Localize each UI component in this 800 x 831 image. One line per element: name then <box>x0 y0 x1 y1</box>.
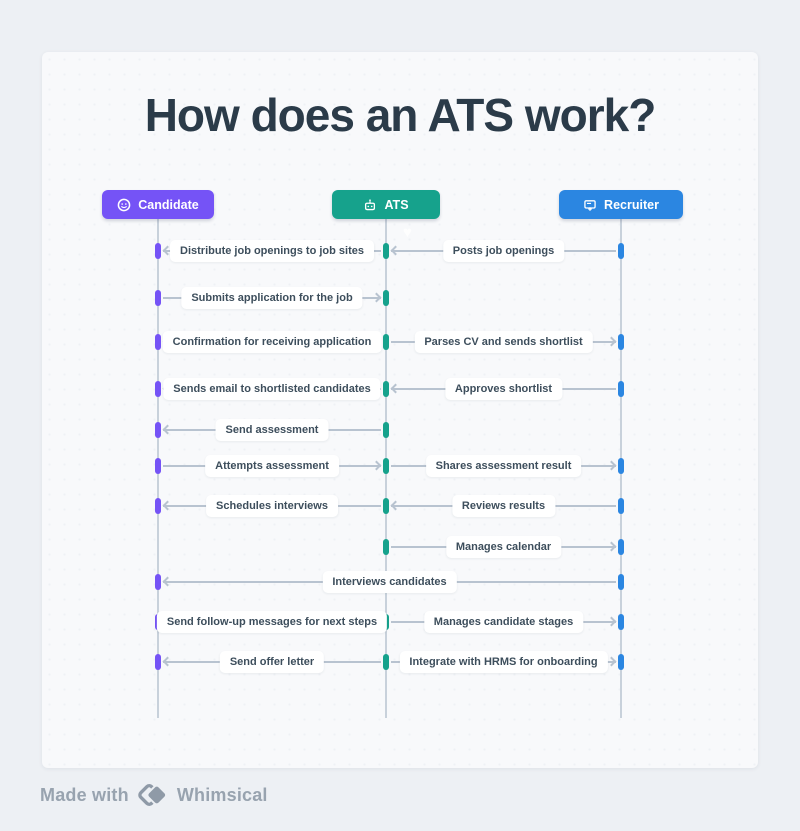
ats-activation-tick <box>383 654 389 670</box>
whimsical-logo-icon <box>136 781 170 809</box>
message-label[interactable]: Send follow-up messages for next steps <box>156 611 388 633</box>
message-label[interactable]: Send assessment <box>215 419 329 441</box>
actor-candidate[interactable]: Candidate <box>102 190 214 219</box>
arrowhead-left-icon <box>162 500 173 511</box>
arrowhead-right-icon <box>606 460 617 471</box>
message-label[interactable]: Approves shortlist <box>444 378 563 400</box>
message-label[interactable]: Interviews candidates <box>322 571 457 593</box>
candidate-activation-tick <box>155 458 161 474</box>
message-label[interactable]: Confirmation for receiving application <box>162 331 382 353</box>
message-label[interactable]: Manages candidate stages <box>423 611 584 633</box>
diagram-title: How does an ATS work? <box>144 89 657 141</box>
message-label[interactable]: Send offer letter <box>219 651 325 673</box>
arrowhead-left-icon <box>162 656 173 667</box>
footer-made-with-text: Made with <box>40 784 129 805</box>
message-label[interactable]: Manages calendar <box>445 536 562 558</box>
arrowhead-left-icon <box>390 500 401 511</box>
arrowhead-left-icon <box>162 424 173 435</box>
arrowhead-right-icon <box>606 656 617 667</box>
diagram-card: How does an ATS work? ♥ Candidate ATS Re… <box>42 52 758 768</box>
ats-activation-tick <box>383 498 389 514</box>
message-label[interactable]: Schedules interviews <box>206 495 338 517</box>
recruiter-activation-tick <box>618 614 624 630</box>
candidate-activation-tick <box>155 498 161 514</box>
actor-recruiter[interactable]: Recruiter <box>559 190 683 219</box>
recruiter-activation-tick <box>618 458 624 474</box>
heart-watermark: ♥ <box>403 224 412 241</box>
candidate-activation-tick <box>155 654 161 670</box>
message-label[interactable]: Distribute job openings to job sites <box>170 240 374 262</box>
recruiter-activation-tick <box>618 243 624 259</box>
recruiter-activation-tick <box>618 574 624 590</box>
ats-activation-tick <box>383 243 389 259</box>
made-with-whimsical-link[interactable]: Made with Whimsical <box>40 779 268 811</box>
actor-ats[interactable]: ATS <box>332 190 440 219</box>
arrowhead-right-icon <box>606 616 617 627</box>
recruiter-activation-tick <box>618 539 624 555</box>
ats-activation-tick <box>383 422 389 438</box>
candidate-activation-tick <box>155 381 161 397</box>
recruiter-activation-tick <box>618 381 624 397</box>
message-label[interactable]: Attempts assessment <box>205 455 339 477</box>
face-icon <box>117 198 131 212</box>
message-label[interactable]: Shares assessment result <box>425 455 582 477</box>
ats-activation-tick <box>383 458 389 474</box>
candidate-activation-tick <box>155 243 161 259</box>
arrowhead-right-icon <box>606 541 617 552</box>
arrowhead-right-icon <box>606 336 617 347</box>
recruiter-activation-tick <box>618 334 624 350</box>
message-label[interactable]: Posts job openings <box>442 240 565 262</box>
ats-activation-tick <box>383 290 389 306</box>
arrowhead-left-icon <box>390 383 401 394</box>
message-label[interactable]: Integrate with HRMS for onboarding <box>399 651 608 673</box>
arrowhead-left-icon <box>390 245 401 256</box>
recruiter-activation-tick <box>618 498 624 514</box>
ats-activation-tick <box>383 381 389 397</box>
id-card-plus-icon <box>583 198 597 212</box>
recruiter-activation-tick <box>618 654 624 670</box>
message-label[interactable]: Reviews results <box>451 495 556 517</box>
message-label[interactable]: Parses CV and sends shortlist <box>414 331 593 353</box>
ats-activation-tick <box>383 539 389 555</box>
message-label[interactable]: Sends email to shortlisted candidates <box>163 378 381 400</box>
candidate-activation-tick <box>155 334 161 350</box>
actor-label: ATS <box>384 197 409 212</box>
actor-label: Recruiter <box>604 197 659 212</box>
ats-activation-tick <box>383 334 389 350</box>
candidate-activation-tick <box>155 290 161 306</box>
arrowhead-right-icon <box>371 292 382 303</box>
footer-brand-text: Whimsical <box>176 784 268 805</box>
robot-icon <box>363 198 377 212</box>
message-label[interactable]: Submits application for the job <box>181 287 363 309</box>
actor-label: Candidate <box>138 197 199 212</box>
candidate-activation-tick <box>155 422 161 438</box>
candidate-activation-tick <box>155 574 161 590</box>
arrowhead-right-icon <box>371 460 382 471</box>
arrowhead-left-icon <box>162 576 173 587</box>
